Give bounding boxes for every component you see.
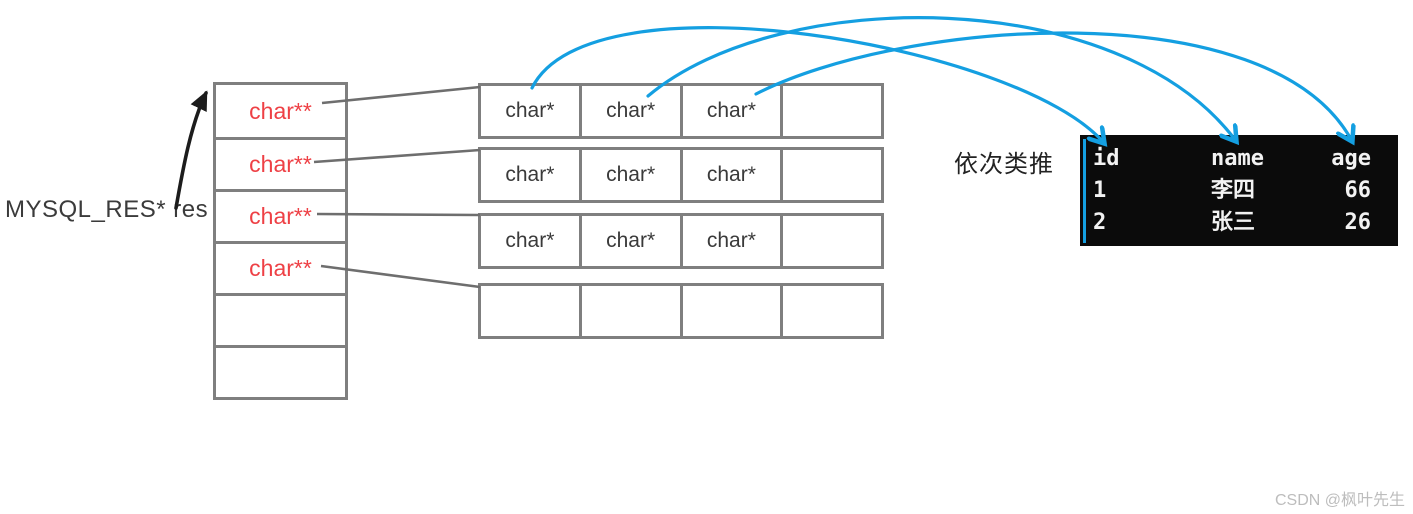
char-cell-empty: [481, 286, 579, 336]
char-cell: char*: [578, 216, 680, 266]
terminal-left-stripe: [1083, 139, 1086, 243]
pointer-cell-label: char**: [249, 97, 312, 124]
pointer-cell-empty: [216, 293, 345, 345]
char-cell-empty: [780, 286, 881, 336]
cell-age: 26: [1344, 210, 1372, 235]
char-cell-empty: [780, 86, 881, 136]
annotation-text: 依次类推: [954, 151, 1054, 178]
cell-name: 李四: [1211, 178, 1256, 203]
pointer-cell-label: char**: [249, 151, 312, 177]
pointer-cell-empty: [216, 345, 345, 397]
char-cell-empty: [780, 216, 881, 266]
terminal-data-row: 1 李四 66: [1093, 175, 1398, 207]
pointer-cell-label: char**: [249, 203, 312, 229]
row-array-4: [478, 283, 884, 339]
mysql-res-label: MYSQL_RES* res: [5, 196, 209, 223]
col-header-age: age: [1331, 146, 1371, 171]
cell-id: 1: [1093, 178, 1107, 203]
cell-age: 66: [1344, 178, 1372, 203]
pointer-cell: char**: [216, 189, 345, 241]
watermark-text: CSDN @枫叶先生: [1274, 492, 1405, 509]
char-cell-empty: [679, 286, 781, 336]
pointer-array: char** char** char** char**: [213, 82, 348, 400]
char-cell: char*: [679, 86, 781, 136]
col-header-id: id: [1093, 146, 1120, 171]
pointer-cell-label: char**: [249, 255, 312, 281]
col-header-name: name: [1211, 146, 1264, 171]
char-cell: char*: [505, 163, 555, 186]
row-array-2: char* char* char*: [478, 147, 884, 203]
char-cell-empty: [780, 150, 881, 200]
char-cell: char*: [505, 229, 555, 252]
pointer-cell: char**: [216, 241, 345, 293]
char-cell: char*: [578, 86, 680, 136]
cell-name: 张三: [1211, 210, 1256, 235]
char-cell: char*: [679, 150, 781, 200]
pointer-cell: char**: [216, 85, 345, 137]
char-cell: char*: [578, 150, 680, 200]
terminal-output: id name age 1 李四 66 2 张三 26: [1080, 135, 1398, 246]
res-pointer-arrow: [174, 90, 208, 210]
row-array-1: char* char* char*: [478, 83, 884, 139]
row-array-3: char* char* char*: [478, 213, 884, 269]
char-cell-empty: [578, 286, 680, 336]
char-cell: char*: [679, 216, 781, 266]
terminal-data-row: 2 张三 26: [1093, 207, 1398, 239]
char-cell: char*: [505, 99, 555, 122]
cell-id: 2: [1093, 210, 1107, 235]
pointer-cell: char**: [216, 137, 345, 189]
terminal-header-row: id name age: [1093, 143, 1398, 175]
